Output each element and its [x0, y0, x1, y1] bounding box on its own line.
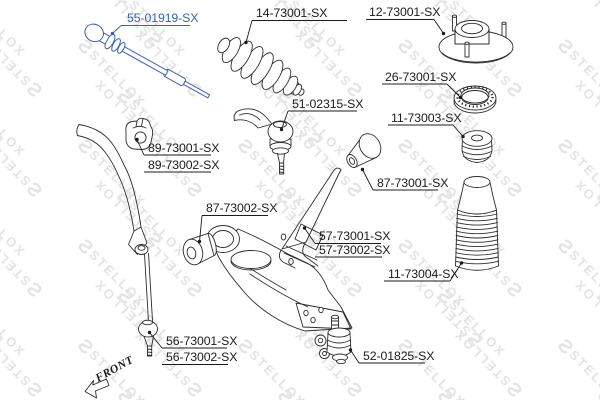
- label-pointer-dot: [110, 31, 115, 36]
- part-number-text: 11-73003-SX: [391, 111, 461, 125]
- drawing-dust-boot: [455, 176, 499, 271]
- part-label: 12-73001-SX: [366, 5, 446, 36]
- front-arrow-icon: [84, 378, 110, 399]
- part-number-text: 56-73001-SX: [166, 334, 237, 348]
- drawing-strut-mount: [438, 14, 514, 64]
- part-number-text: 89-73001-SX: [148, 141, 219, 155]
- part-label: 26-73001-SX: [382, 70, 463, 100]
- front-arrow: FRONT: [84, 354, 136, 399]
- label-pointer-dot: [458, 95, 463, 100]
- part-label[interactable]: 55-01919-SX: [110, 11, 199, 36]
- label-pointer-dot: [348, 348, 353, 352]
- label-leader-line: [136, 139, 145, 156]
- label-leader-line: [245, 20, 253, 43]
- part-number-text: 87-73001-SX: [377, 176, 448, 190]
- part-number-text: 51-02315-SX: [292, 97, 363, 111]
- part-number-text[interactable]: 55-01919-SX: [127, 11, 198, 25]
- label-pointer-dot: [459, 261, 464, 265]
- part-number-text: 52-01825-SX: [363, 349, 434, 363]
- label-pointer-dot: [279, 127, 284, 132]
- part-label: 56-73001-SX: [147, 330, 237, 349]
- part-number-text: 89-73002-SX: [148, 158, 219, 172]
- part-number-text: 14-73001-SX: [256, 6, 327, 20]
- label-leader-line: [304, 227, 316, 244]
- part-label: 51-02315-SX: [279, 97, 363, 132]
- part-label: 87-73001-SX: [360, 167, 448, 191]
- part-label: 14-73001-SX: [244, 6, 347, 45]
- label-leader-line: [452, 124, 464, 137]
- label-pointer-dot: [441, 31, 446, 36]
- label-leader-line: [446, 83, 461, 98]
- label-pointer-dot: [147, 330, 152, 335]
- drawing-control-arm-bushing-rear: [346, 133, 382, 168]
- label-pointer-dot: [461, 134, 465, 139]
- drawing-control-arm-bushing-front: [182, 232, 217, 266]
- drawing-stabilizer-link: [134, 244, 158, 357]
- front-label: FRONT: [93, 354, 136, 385]
- part-label: 87-73002-SX: [197, 201, 277, 244]
- drawing-strut-bearing: [453, 85, 497, 114]
- label-pointer-dot: [302, 226, 307, 230]
- label-leader-line: [362, 169, 374, 191]
- label-pointer-dot: [197, 239, 202, 244]
- part-label: 89-73002-SX: [144, 158, 219, 173]
- part-number-text: 57-73002-SX: [319, 243, 390, 257]
- part-label: 52-01825-SX: [348, 348, 434, 364]
- label-leader-line: [199, 215, 203, 242]
- part-label: 11-73003-SX: [388, 111, 465, 139]
- label-pointer-dot: [244, 40, 248, 45]
- label-leader-line: [433, 19, 444, 34]
- part-number-text: 87-73002-SX: [206, 201, 277, 215]
- label-pointer-dot: [135, 137, 139, 142]
- part-label: 57-73002-SX: [315, 243, 390, 258]
- label-leader-line: [350, 349, 360, 364]
- part-number-text: 57-73001-SX: [319, 229, 390, 243]
- label-leader-line: [281, 110, 289, 130]
- label-leader-line: [112, 25, 122, 34]
- part-label: 57-73001-SX: [302, 226, 390, 244]
- label-leader-line: [449, 262, 462, 282]
- part-labels-layer: 55-01919-SX 14-73001-SX 12-73001-SX 26-7300…: [110, 5, 465, 365]
- part-number-text: 26-73001-SX: [385, 70, 456, 84]
- label-leader-line: [149, 332, 163, 349]
- drawing-tie-rod-axial-joint: [84, 23, 211, 99]
- part-label: 56-73002-SX: [162, 350, 237, 365]
- drawing-ball-joint: [314, 314, 352, 365]
- part-number-text: 12-73001-SX: [369, 5, 440, 19]
- part-number-text: 56-73002-SX: [166, 350, 237, 364]
- drawing-bump-stop: [461, 130, 493, 163]
- drawing-steering-rack-boot: [217, 37, 305, 96]
- label-pointer-dot: [360, 167, 365, 172]
- part-label: 11-73004-SX: [384, 261, 464, 282]
- part-number-text: 11-73004-SX: [388, 267, 458, 281]
- drawing-tie-rod-end: [233, 108, 294, 175]
- part-label: 89-73001-SX: [135, 137, 219, 156]
